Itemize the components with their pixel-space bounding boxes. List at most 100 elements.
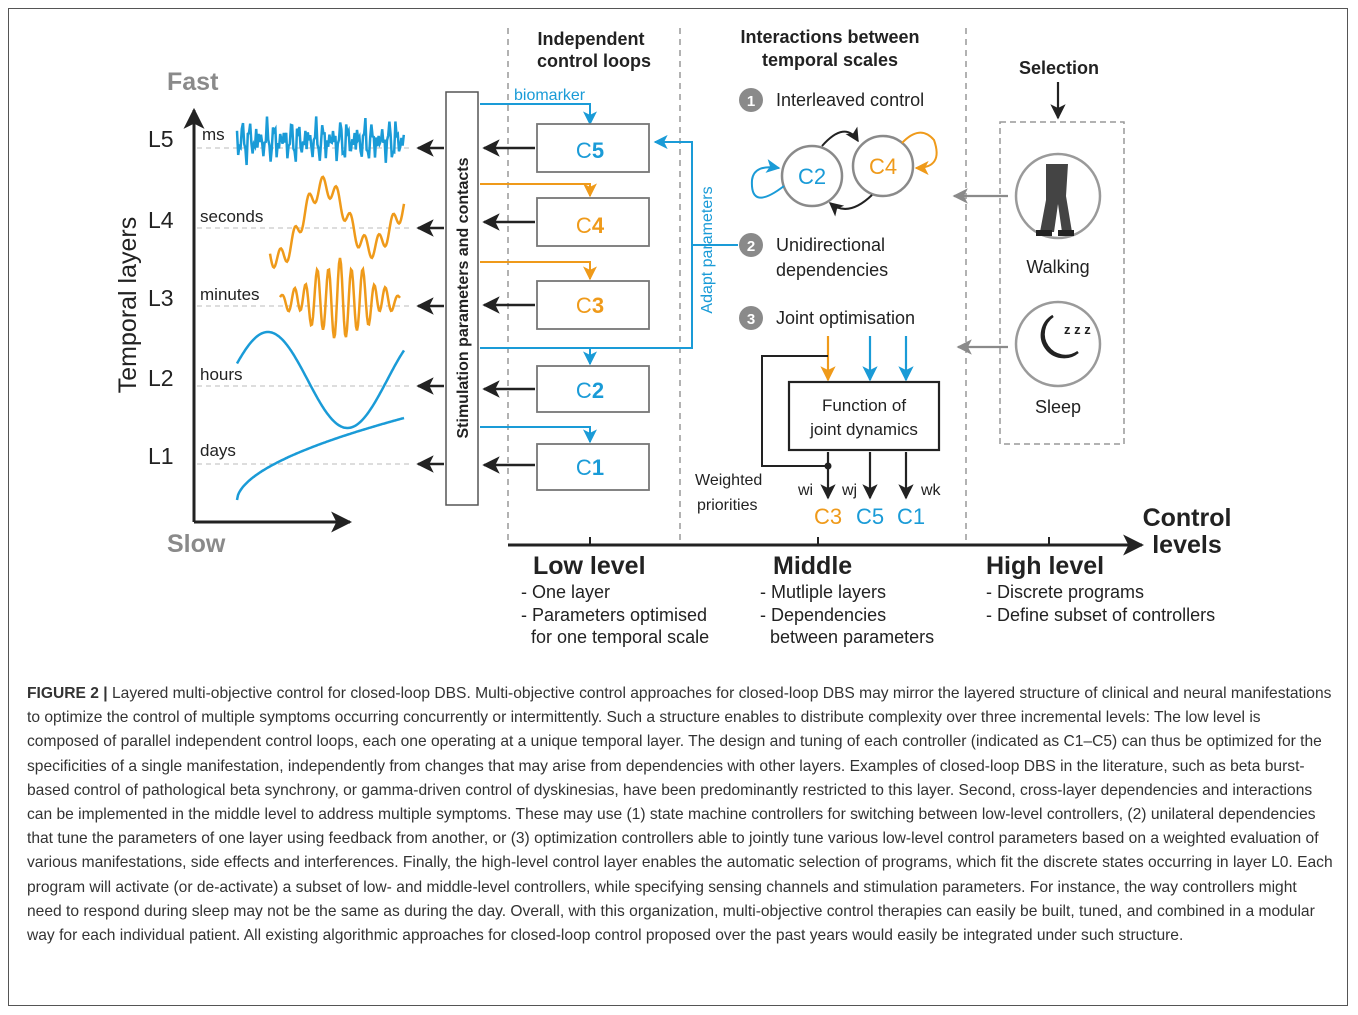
biomarker-label: biomarker	[514, 87, 586, 104]
level-bullet: - Define subset of controllers	[986, 605, 1215, 625]
layer-scale: ms	[202, 125, 225, 144]
svg-text:C1: C1	[576, 455, 604, 480]
layer-scale: minutes	[200, 285, 260, 304]
level-title: Middle	[773, 552, 852, 580]
high-level-column: Selection Walking z z z Sleep	[952, 58, 1125, 445]
controller-prefix: C	[576, 378, 592, 403]
output-c3: C3	[814, 504, 842, 529]
temporal-layers-label: Temporal layers	[114, 217, 142, 393]
joint-feedback-loop	[761, 355, 828, 467]
low-level-column: Independent control loops biomarker C5 C…	[480, 29, 738, 491]
layer-id: L5	[148, 126, 174, 152]
interleaved-c2-label: C2	[798, 164, 826, 189]
output-c5: C5	[856, 504, 884, 529]
sleep-zzz: z z z	[1064, 322, 1091, 337]
controller-prefix: C	[576, 293, 592, 318]
middle-heading-line1: Interactions between	[740, 27, 919, 47]
programs-box	[999, 121, 1125, 445]
layer-scale: seconds	[200, 207, 263, 226]
controller-c1: C1	[536, 443, 650, 491]
joint-dynamics-line2: joint dynamics	[809, 420, 918, 439]
layer-L1: L1 days	[148, 441, 410, 469]
c4-self-loop	[901, 131, 938, 175]
controller-c4: C4	[536, 197, 650, 247]
feedback-lines	[480, 103, 597, 444]
signal-hours-waveform	[235, 330, 406, 430]
level-bullet: - Discrete programs	[986, 582, 1144, 602]
controller-c3: C3	[536, 280, 650, 330]
slow-label: Slow	[167, 530, 226, 558]
step-1-label: Interleaved control	[776, 90, 924, 110]
controller-prefix: C	[576, 213, 592, 238]
weight-wk: wk	[920, 482, 942, 499]
stimulation-label: Stimulation parameters and contacts	[455, 157, 472, 438]
level-middle-description: Middle - Mutliple layers - Dependencies …	[760, 552, 934, 647]
controller-prefix: C	[576, 455, 592, 480]
adapt-parameters-line	[480, 135, 738, 349]
control-output-arrows	[482, 139, 535, 474]
caption-text: Layered multi-objective control for clos…	[27, 685, 1333, 945]
layer-id: L3	[148, 285, 174, 311]
c4-to-c2-arrow	[828, 194, 873, 217]
walking-label: Walking	[1026, 257, 1089, 277]
layer-L4: L4 seconds	[148, 207, 410, 233]
interleaved-c2-node	[780, 144, 844, 208]
level-bullet: - Dependencies	[760, 605, 886, 625]
weighted-priorities-line1: Weighted	[695, 472, 762, 489]
signal-seconds-waveform	[268, 175, 406, 270]
output-c1: C1	[897, 504, 925, 529]
level-low-description: Low level - One layer - Parameters optim…	[521, 552, 709, 647]
controller-c5: C5	[536, 123, 650, 173]
signal-days-waveform	[235, 416, 405, 501]
level-bullet: - Mutliple layers	[760, 582, 886, 602]
level-title: High level	[986, 552, 1104, 580]
selection-heading: Selection	[1019, 58, 1099, 78]
step-2-number: 2	[747, 238, 755, 255]
temporal-axis: Fast Slow Temporal layers	[114, 68, 353, 558]
step-2-label-line1: Unidirectional	[776, 235, 885, 255]
middle-column: Interactions between temporal scales 1 I…	[695, 27, 942, 529]
controller-number: 2	[592, 378, 604, 403]
step-2-label-line2: dependencies	[776, 260, 888, 280]
level-bullet: - Parameters optimised	[521, 605, 707, 625]
low-heading-line2: control loops	[537, 51, 651, 71]
layer-id: L2	[148, 365, 174, 391]
level-bullet: for one temporal scale	[521, 627, 709, 647]
step-2-badge	[739, 233, 763, 257]
controller-prefix: C	[576, 138, 592, 163]
interleaved-c4-node	[851, 134, 915, 198]
sleep-label: Sleep	[1035, 397, 1081, 417]
control-axis-line1: Control	[1143, 504, 1232, 532]
layer-L2: L2 hours	[148, 365, 410, 391]
middle-heading-line2: temporal scales	[762, 50, 898, 70]
c2-to-c4-arrow	[821, 126, 859, 147]
signal-ms-waveform	[235, 116, 406, 166]
step-1-number: 1	[747, 93, 755, 110]
joint-dynamics-line1: Function of	[822, 396, 906, 415]
controller-number: 5	[592, 138, 604, 163]
step-3-number: 3	[747, 311, 755, 328]
svg-text:C4: C4	[576, 213, 605, 238]
svg-text:C5: C5	[576, 138, 604, 163]
weighted-priorities-line2: priorities	[697, 497, 757, 514]
controller-number: 1	[592, 455, 604, 480]
level-high-description: High level - Discrete programs - Define …	[986, 552, 1215, 625]
caption-label: FIGURE 2 |	[27, 685, 108, 702]
figure-diagram: Fast Slow Temporal layers L5 ms L4 secon…	[114, 27, 1232, 647]
signal-minutes-waveform	[278, 257, 401, 339]
level-bullet: - One layer	[521, 582, 610, 602]
level-title: Low level	[533, 552, 646, 580]
sleep-icon: z z z	[1014, 300, 1102, 388]
column-separators	[507, 28, 967, 540]
layer-id: L1	[148, 443, 174, 469]
weight-wi: wi	[797, 482, 813, 499]
controller-number: 4	[592, 213, 605, 238]
controller-number: 3	[592, 293, 604, 318]
fast-label: Fast	[167, 68, 219, 96]
figure-frame	[8, 8, 1348, 1006]
interleaved-c4-label: C4	[869, 154, 897, 179]
weight-wj: wj	[841, 482, 857, 499]
stimulation-arrows	[416, 139, 444, 473]
layer-L3: L3 minutes	[148, 285, 410, 311]
step-3-badge	[739, 306, 763, 330]
